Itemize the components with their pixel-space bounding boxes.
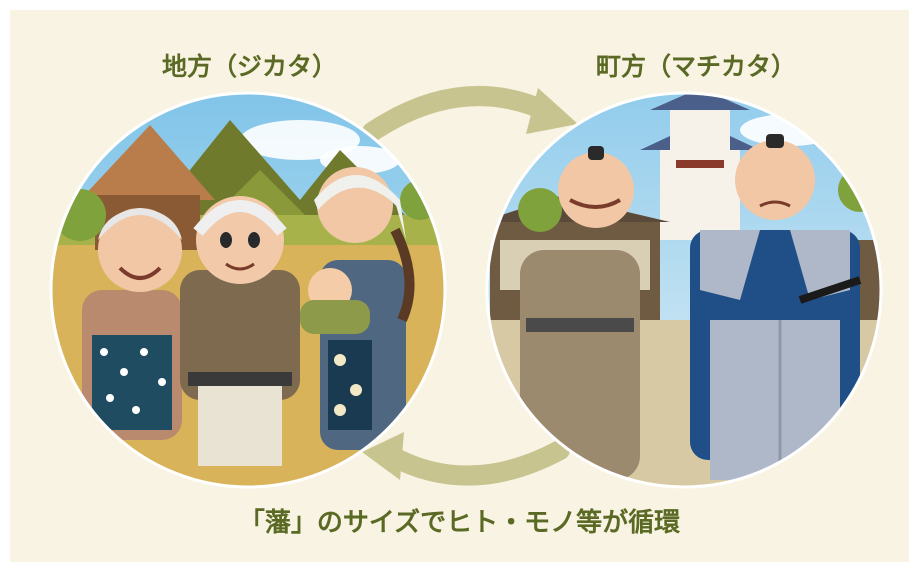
- diagram-caption: 「藩」のサイズでヒト・モノ等が循環: [238, 508, 681, 538]
- bottom-arrow-head: [362, 432, 404, 480]
- townsman-figure: [520, 146, 640, 480]
- cycle-arrows: [362, 86, 570, 486]
- right-circle-border: [485, 91, 883, 489]
- left-circle-border: [49, 91, 447, 489]
- bottom-arrow: [382, 440, 570, 486]
- left-circle-label: 地方（ジカタ）: [162, 52, 338, 81]
- right-circle-label: 町方（マチカタ）: [596, 52, 797, 81]
- grandmother-figure: [82, 208, 182, 440]
- mother-with-baby-figure: [300, 167, 415, 450]
- samurai-figure: [690, 134, 862, 480]
- top-arrow: [362, 86, 558, 142]
- castle: [640, 93, 760, 240]
- countryside-scene: [51, 93, 445, 487]
- grandfather-figure: [180, 196, 300, 466]
- top-arrow-head: [526, 88, 578, 134]
